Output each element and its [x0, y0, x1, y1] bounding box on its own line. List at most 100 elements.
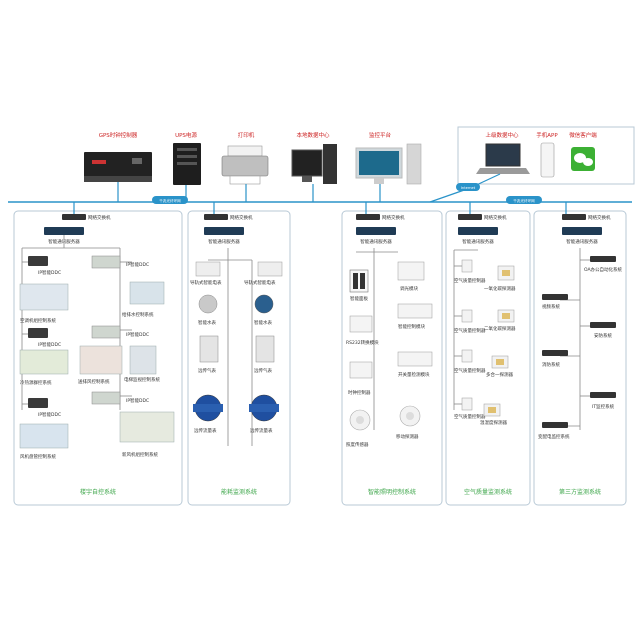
- gps-label: GPS时钟控制器: [99, 131, 138, 139]
- svg-text:智能面板: 智能面板: [350, 295, 368, 302]
- svg-text:照度传感器: 照度传感器: [346, 441, 369, 448]
- third-server: 智能通讯服务器: [562, 227, 602, 245]
- svg-text:IP智能DDC: IP智能DDC: [126, 397, 149, 404]
- svg-text:送排风控制系统: 送排风控制系统: [78, 378, 110, 385]
- panel-air: [445, 210, 531, 506]
- building-ddc-5: IP智能DDC: [28, 398, 61, 418]
- svg-text:IP智能DDC: IP智能DDC: [126, 261, 149, 268]
- svg-text:调光模块: 调光模块: [400, 285, 418, 292]
- ups-label: UPS电源: [175, 131, 197, 139]
- lighting-wires: [356, 248, 398, 430]
- building-panel-title: 楼宇自控系统: [80, 488, 116, 496]
- water-system: 给排水控制系统: [122, 281, 165, 318]
- svg-text:时钟控制器: 时钟控制器: [348, 389, 371, 396]
- svg-text:RS232转换模块: RS232转换模块: [346, 339, 379, 346]
- lighting-illuminance-sensor: 照度传感器: [346, 409, 371, 448]
- svg-text:网络交换机: 网络交换机: [588, 214, 611, 221]
- mobile-app-label: 手机APP: [536, 131, 558, 139]
- svg-text:温湿度探测器: 温湿度探测器: [480, 419, 507, 426]
- internet-label: Internet: [456, 183, 480, 191]
- gps-clock-device: GPS时钟控制器: [84, 131, 152, 182]
- svg-text:远传气表: 远传气表: [254, 367, 272, 374]
- air-temp-humidity-detector: 温湿度探测器: [480, 403, 507, 426]
- svg-text:变配电监控系统: 变配电监控系统: [538, 433, 570, 440]
- lighting-rs232-module: RS232转换模块: [346, 315, 379, 346]
- svg-text:智能控制模块: 智能控制模块: [398, 323, 425, 330]
- energy-wires: [208, 248, 253, 446]
- third-switch: 网络交换机: [562, 214, 611, 221]
- building-ddc-4: IP智能DDC: [91, 325, 149, 339]
- svg-text:智能通讯服务器: 智能通讯服务器: [208, 238, 240, 245]
- air-switch: 网络交换机: [458, 214, 507, 221]
- svg-text:IP智能DDC: IP智能DDC: [38, 341, 61, 348]
- svg-text:远传流量表: 远传流量表: [250, 427, 273, 434]
- building-switch: 网络交换机: [62, 214, 111, 221]
- svg-text:IP智能DDC: IP智能DDC: [126, 331, 149, 338]
- air-controller-1: 空气质量控制器: [454, 259, 486, 284]
- lighting-control-module: 智能控制模块: [397, 303, 433, 330]
- lighting-switch-detect-module: 开关量检测模块: [397, 351, 433, 378]
- monitor-label: 监控平台: [369, 131, 392, 139]
- lighting-panel-title: 智能照明控制系统: [368, 488, 416, 496]
- energy-elec-meter-2: 导轨式智能电表: [244, 261, 283, 286]
- svg-text:IT监控系统: IT监控系统: [592, 403, 615, 410]
- third-it-monitor-system: IT监控系统: [590, 392, 616, 410]
- svg-text:消防系统: 消防系统: [542, 361, 560, 368]
- air-multi-detector: 多合一探测器: [486, 355, 513, 378]
- chiller-system: 冷热源群控系统: [19, 349, 69, 386]
- air-co-detector: 一氧化碳探测器: [484, 265, 516, 292]
- building-ddc-1: IP智能DDC: [28, 256, 61, 276]
- air-controller-4: 空气质量控制器: [454, 397, 486, 420]
- wechat-client-device: 微信客户端: [569, 131, 597, 171]
- monitor-platform-device: 监控平台: [355, 131, 422, 185]
- svg-text:智能通讯服务器: 智能通讯服务器: [360, 238, 392, 245]
- svg-text:Internet: Internet: [461, 186, 476, 190]
- energy-flow-meter-1: 远传流量表: [193, 394, 223, 434]
- svg-text:导轨式智能电表: 导轨式智能电表: [244, 279, 276, 286]
- third-video-system: 视频系统: [542, 294, 568, 310]
- energy-flow-meter-2: 远传流量表: [249, 394, 279, 434]
- svg-text:二氧化碳探测器: 二氧化碳探测器: [484, 325, 516, 332]
- air-controller-2: 空气质量控制器: [454, 309, 486, 334]
- panel-building: [13, 210, 183, 506]
- air-controller-3: 空气质量控制器: [454, 349, 486, 374]
- energy-gas-meter-1: 远传气表: [198, 335, 219, 374]
- svg-text:电梯监视控制系统: 电梯监视控制系统: [124, 376, 160, 383]
- svg-text:移动探测器: 移动探测器: [396, 433, 419, 440]
- svg-text:智能通讯服务器: 智能通讯服务器: [566, 238, 598, 245]
- panel-third: [533, 210, 627, 506]
- energy-panel-title: 能耗监测系统: [221, 488, 257, 496]
- fan-coil-system: 风机盘管控制系统: [19, 423, 69, 460]
- svg-text:安防系统: 安防系统: [594, 332, 612, 339]
- energy-water-meter-1: 智能水表: [198, 294, 218, 326]
- third-oa-system: OA办公自动化系统: [584, 256, 623, 273]
- svg-text:空气质量控制器: 空气质量控制器: [454, 413, 486, 420]
- lighting-motion-detector: 移动探测器: [396, 405, 421, 440]
- ventilation-system: 送排风控制系统: [78, 345, 123, 385]
- building-ddc-3: IP智能DDC: [28, 328, 61, 348]
- building-ddc-6: IP智能DDC: [91, 391, 149, 405]
- wechat-label: 微信客户端: [569, 131, 597, 139]
- svg-text:智能通讯服务器: 智能通讯服务器: [462, 238, 494, 245]
- svg-text:一氧化碳探测器: 一氧化碳探测器: [484, 285, 516, 292]
- energy-switch: 网络交换机: [204, 214, 253, 221]
- printer-device: 打印机: [221, 131, 269, 185]
- upper-data-center-device: 上级数据中心: [476, 131, 530, 174]
- svg-text:空气质量控制器: 空气质量控制器: [454, 367, 486, 374]
- panel-lighting: [341, 210, 443, 506]
- printer-label: 打印机: [238, 131, 255, 139]
- third-security-system: 安防系统: [590, 322, 616, 339]
- svg-text:多合一探测器: 多合一探测器: [486, 371, 513, 378]
- svg-text:智能水表: 智能水表: [198, 319, 216, 326]
- energy-gas-meter-2: 远传气表: [254, 335, 275, 374]
- lighting-server: 智能通讯服务器: [356, 227, 396, 245]
- air-panel-title: 空气质量监测系统: [464, 488, 512, 496]
- svg-text:IP智能DDC: IP智能DDC: [38, 269, 61, 276]
- energy-server: 智能通讯服务器: [204, 227, 244, 245]
- lighting-smart-panel: 智能面板: [349, 269, 368, 302]
- elevator-system: 电梯监视控制系统: [124, 345, 160, 383]
- svg-text:网络交换机: 网络交换机: [88, 214, 111, 221]
- svg-text:空气质量控制器: 空气质量控制器: [454, 277, 486, 284]
- svg-text:新风机组控制系统: 新风机组控制系统: [122, 451, 158, 458]
- svg-text:给排水控制系统: 给排水控制系统: [122, 311, 154, 318]
